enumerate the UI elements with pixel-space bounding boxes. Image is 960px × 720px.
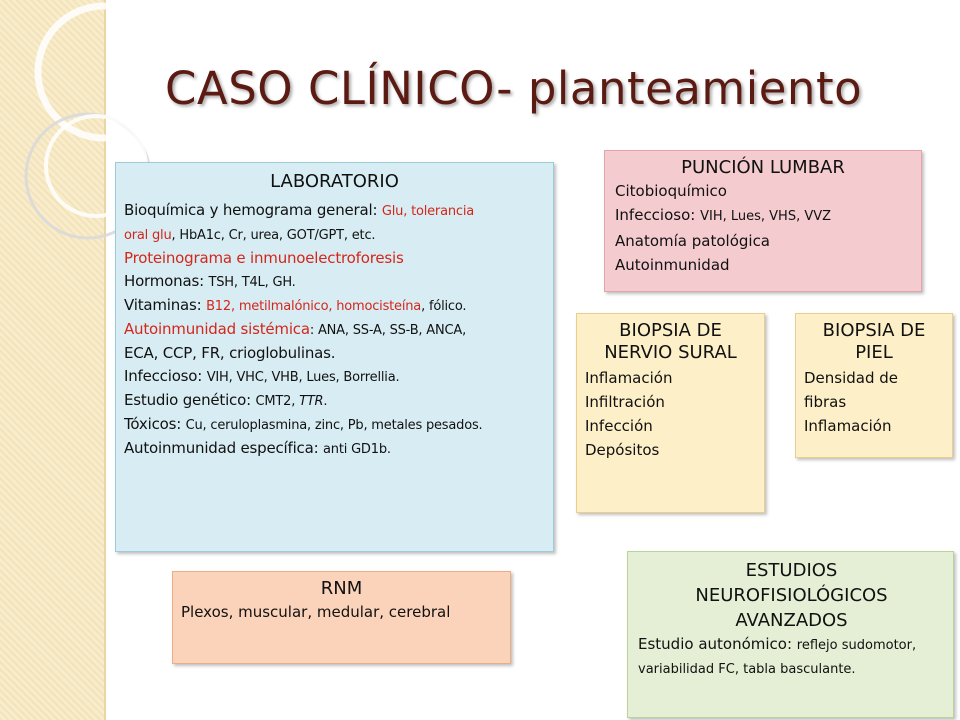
puncion-lumbar-heading: PUNCIÓN LUMBAR bbox=[681, 157, 845, 178]
estudios-heading-3: AVANZADOS bbox=[735, 610, 848, 631]
lab-line-autoinmunidad-sistemica: Autoinmunidad sistémica: ANA, SS-A, SS-B… bbox=[124, 320, 467, 338]
biopsia-nervio-item: Infiltración bbox=[585, 393, 665, 411]
estudios-heading-1: ESTUDIOS bbox=[745, 560, 838, 581]
page-title: CASO CLÍNICO- planteamiento bbox=[165, 62, 863, 115]
lab-line-eca: ECA, CCP, FR, crioglobulinas. bbox=[124, 344, 336, 362]
puncion-item-citobioquimico: Citobioquímico bbox=[615, 182, 727, 200]
laboratorio-heading: LABORATORIO bbox=[270, 171, 399, 192]
biopsia-nervio-heading-1: BIOPSIA DE bbox=[619, 320, 722, 341]
laboratorio-box: LABORATORIO Bioquímica y hemograma gener… bbox=[115, 162, 554, 552]
lab-line-infeccioso: Infeccioso: VIH, VHC, VHB, Lues, Borrell… bbox=[124, 367, 400, 385]
rnm-heading: RNM bbox=[320, 578, 363, 599]
biopsia-piel-item: Inflamación bbox=[804, 417, 892, 435]
biopsia-piel-box: BIOPSIA DE PIEL Densidad de fibras Infla… bbox=[795, 313, 953, 458]
biopsia-piel-heading-2: PIEL bbox=[855, 342, 893, 363]
lab-line-proteinograma: Proteinograma e inmunoelectroforesis bbox=[124, 249, 404, 267]
biopsia-piel-item: Densidad de bbox=[804, 369, 899, 387]
puncion-item-autoinmunidad: Autoinmunidad bbox=[615, 256, 730, 274]
biopsia-nervio-heading-2: NERVIO SURAL bbox=[604, 342, 737, 363]
biopsia-nervio-item: Infección bbox=[585, 417, 653, 435]
lab-line-vitaminas: Vitaminas: B12, metilmalónico, homociste… bbox=[124, 296, 467, 314]
estudios-text: Estudio autonómico: reflejo sudomotor, v… bbox=[638, 635, 917, 677]
rnm-box: RNM Plexos, muscular, medular, cerebral bbox=[172, 571, 511, 664]
puncion-item-anatomia: Anatomía patológica bbox=[615, 232, 771, 250]
biopsia-nervio-item: Inflamación bbox=[585, 369, 673, 387]
lab-line-hormonas: Hormonas: TSH, T4L, GH. bbox=[124, 272, 296, 290]
puncion-lumbar-box: PUNCIÓN LUMBAR Citobioquímico Infeccioso… bbox=[604, 150, 922, 292]
decorative-left-band bbox=[0, 0, 104, 720]
lab-line-bioquimica: Bioquímica y hemograma general: Glu, tol… bbox=[124, 201, 475, 219]
biopsia-nervio-box: BIOPSIA DE NERVIO SURAL Inflamación Infi… bbox=[576, 313, 765, 513]
estudios-neurofisiologicos-box: ESTUDIOS NEUROFISIOLÓGICOS AVANZADOS Est… bbox=[627, 551, 954, 718]
biopsia-nervio-item: Depósitos bbox=[585, 441, 660, 459]
lab-line-toxicos: Tóxicos: Cu, ceruloplasmina, zinc, Pb, m… bbox=[124, 415, 483, 433]
biopsia-piel-item: fibras bbox=[804, 393, 847, 411]
lab-line-oral-glu: oral glu, HbA1c, Cr, urea, GOT/GPT, etc. bbox=[124, 228, 376, 243]
decorative-band-edge bbox=[104, 0, 106, 720]
lab-line-genetico: Estudio genético: CMT2, TTR. bbox=[124, 391, 328, 409]
biopsia-piel-heading-1: BIOPSIA DE bbox=[822, 320, 926, 341]
lab-line-autoinmunidad-especifica: Autoinmunidad específica: anti GD1b. bbox=[124, 439, 391, 457]
rnm-text: Plexos, muscular, medular, cerebral bbox=[181, 603, 451, 621]
puncion-item-infeccioso: Infeccioso: VIH, Lues, VHS, VVZ bbox=[615, 206, 832, 224]
estudios-heading-2: NEUROFISIOLÓGICOS bbox=[695, 585, 888, 606]
